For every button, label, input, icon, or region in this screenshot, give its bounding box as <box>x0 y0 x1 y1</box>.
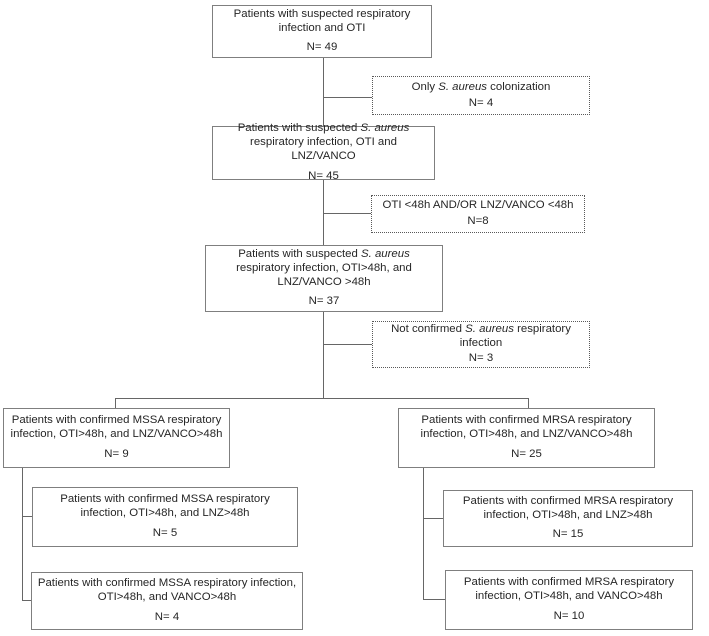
connector-spine-2 <box>323 180 324 245</box>
connector-spine-1 <box>323 58 324 126</box>
connector-stub-colonization <box>324 97 372 98</box>
node-count: N= 49 <box>306 41 338 54</box>
node-count: N= 25 <box>511 447 542 460</box>
node-mssa-main: Patients with confirmed MSSA respiratory… <box>3 408 230 468</box>
node-count: N= 45 <box>308 169 339 182</box>
connector-stub-short-treatment <box>324 213 371 214</box>
node-mrsa-vanco: Patients with confirmed MRSA respiratory… <box>445 570 693 630</box>
node-count: N= 15 <box>552 528 584 541</box>
node-text: Patients with confirmed MRSA respiratory… <box>420 414 633 441</box>
node-mssa-lnz: Patients with confirmed MSSA respiratory… <box>32 487 298 547</box>
node-not-confirmed: Not confirmed S. aureus respiratory infe… <box>372 321 590 368</box>
node-count: N= 5 <box>152 526 178 539</box>
node-count: N= 37 <box>308 295 340 308</box>
node-count: N=8 <box>467 215 489 227</box>
node-text: Not confirmed S. aureus respiratory infe… <box>391 322 571 349</box>
connector-mrsa-vertical <box>423 468 424 600</box>
node-suspected-oti: Patients with suspected respiratory infe… <box>212 5 432 58</box>
node-text: Patients with confirmed MRSA respiratory… <box>462 494 674 521</box>
node-text: Patients with suspected respiratory infe… <box>233 7 411 34</box>
node-colonization-only: Only S. aureus colonization N= 4 <box>372 76 590 115</box>
node-text: Patients with confirmed MSSA respiratory… <box>60 493 270 520</box>
node-count: N= 4 <box>154 610 180 623</box>
connector-stub-mrsa-vanco <box>423 599 445 600</box>
node-text: OTI <48h AND/OR LNZ/VANCO <48h <box>382 199 574 212</box>
connector-stub-mssa-lnz <box>22 516 32 517</box>
node-count: N= 4 <box>468 96 494 109</box>
connector-branch-horizontal <box>115 398 529 399</box>
node-suspected-over48h: Patients with suspected S. aureus respir… <box>205 245 443 312</box>
node-text: Patients with confirmed MSSA respiratory… <box>10 414 223 441</box>
node-text: Patients with suspected S. aureus respir… <box>236 247 412 288</box>
node-count: N= 3 <box>468 352 494 365</box>
node-text: Patients with suspected S. aureus respir… <box>237 122 410 162</box>
connector-stub-not-confirmed <box>324 344 372 345</box>
node-mrsa-lnz: Patients with confirmed MRSA respiratory… <box>443 490 693 547</box>
node-text: Patients with confirmed MSSA respiratory… <box>37 577 297 604</box>
node-suspected-lnz-vanco: Patients with suspected S. aureus respir… <box>212 122 435 182</box>
node-mssa-vanco: Patients with confirmed MSSA respiratory… <box>31 572 303 630</box>
connector-stub-mrsa-lnz <box>423 518 443 519</box>
node-mrsa-main: Patients with confirmed MRSA respiratory… <box>398 408 655 468</box>
connector-spine-3 <box>323 312 324 398</box>
node-text: Only S. aureus colonization <box>411 80 551 93</box>
connector-mssa-vertical <box>22 468 23 601</box>
connector-drop-mrsa <box>528 398 529 408</box>
node-short-treatment-excluded: OTI <48h AND/OR LNZ/VANCO <48h N=8 <box>371 195 585 233</box>
node-text: Patients with confirmed MRSA respiratory… <box>463 576 675 603</box>
connector-drop-mssa <box>115 398 116 408</box>
node-count: N= 10 <box>553 609 585 622</box>
node-count: N= 9 <box>104 447 129 460</box>
connector-stub-mssa-vanco <box>22 600 31 601</box>
